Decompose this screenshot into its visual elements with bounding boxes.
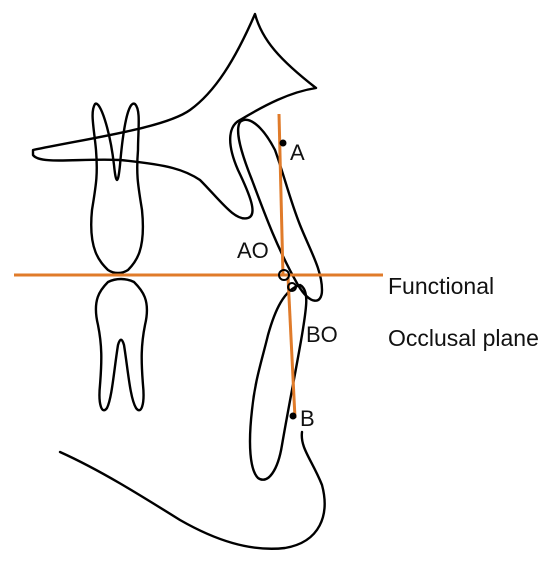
caption-line-1: Functional <box>388 273 494 299</box>
caption-line-2: Occlusal plane <box>388 325 539 351</box>
point-b-dot <box>290 413 297 420</box>
lower-molar <box>96 279 147 410</box>
label-a: A <box>290 140 305 165</box>
lower-incisor <box>250 285 306 480</box>
label-ao: AO <box>237 238 269 263</box>
maxilla-outline <box>33 14 316 218</box>
label-b: B <box>300 406 315 431</box>
label-bo: BO <box>306 322 338 347</box>
mandible-outline <box>60 432 325 549</box>
point-a-dot <box>280 140 287 147</box>
